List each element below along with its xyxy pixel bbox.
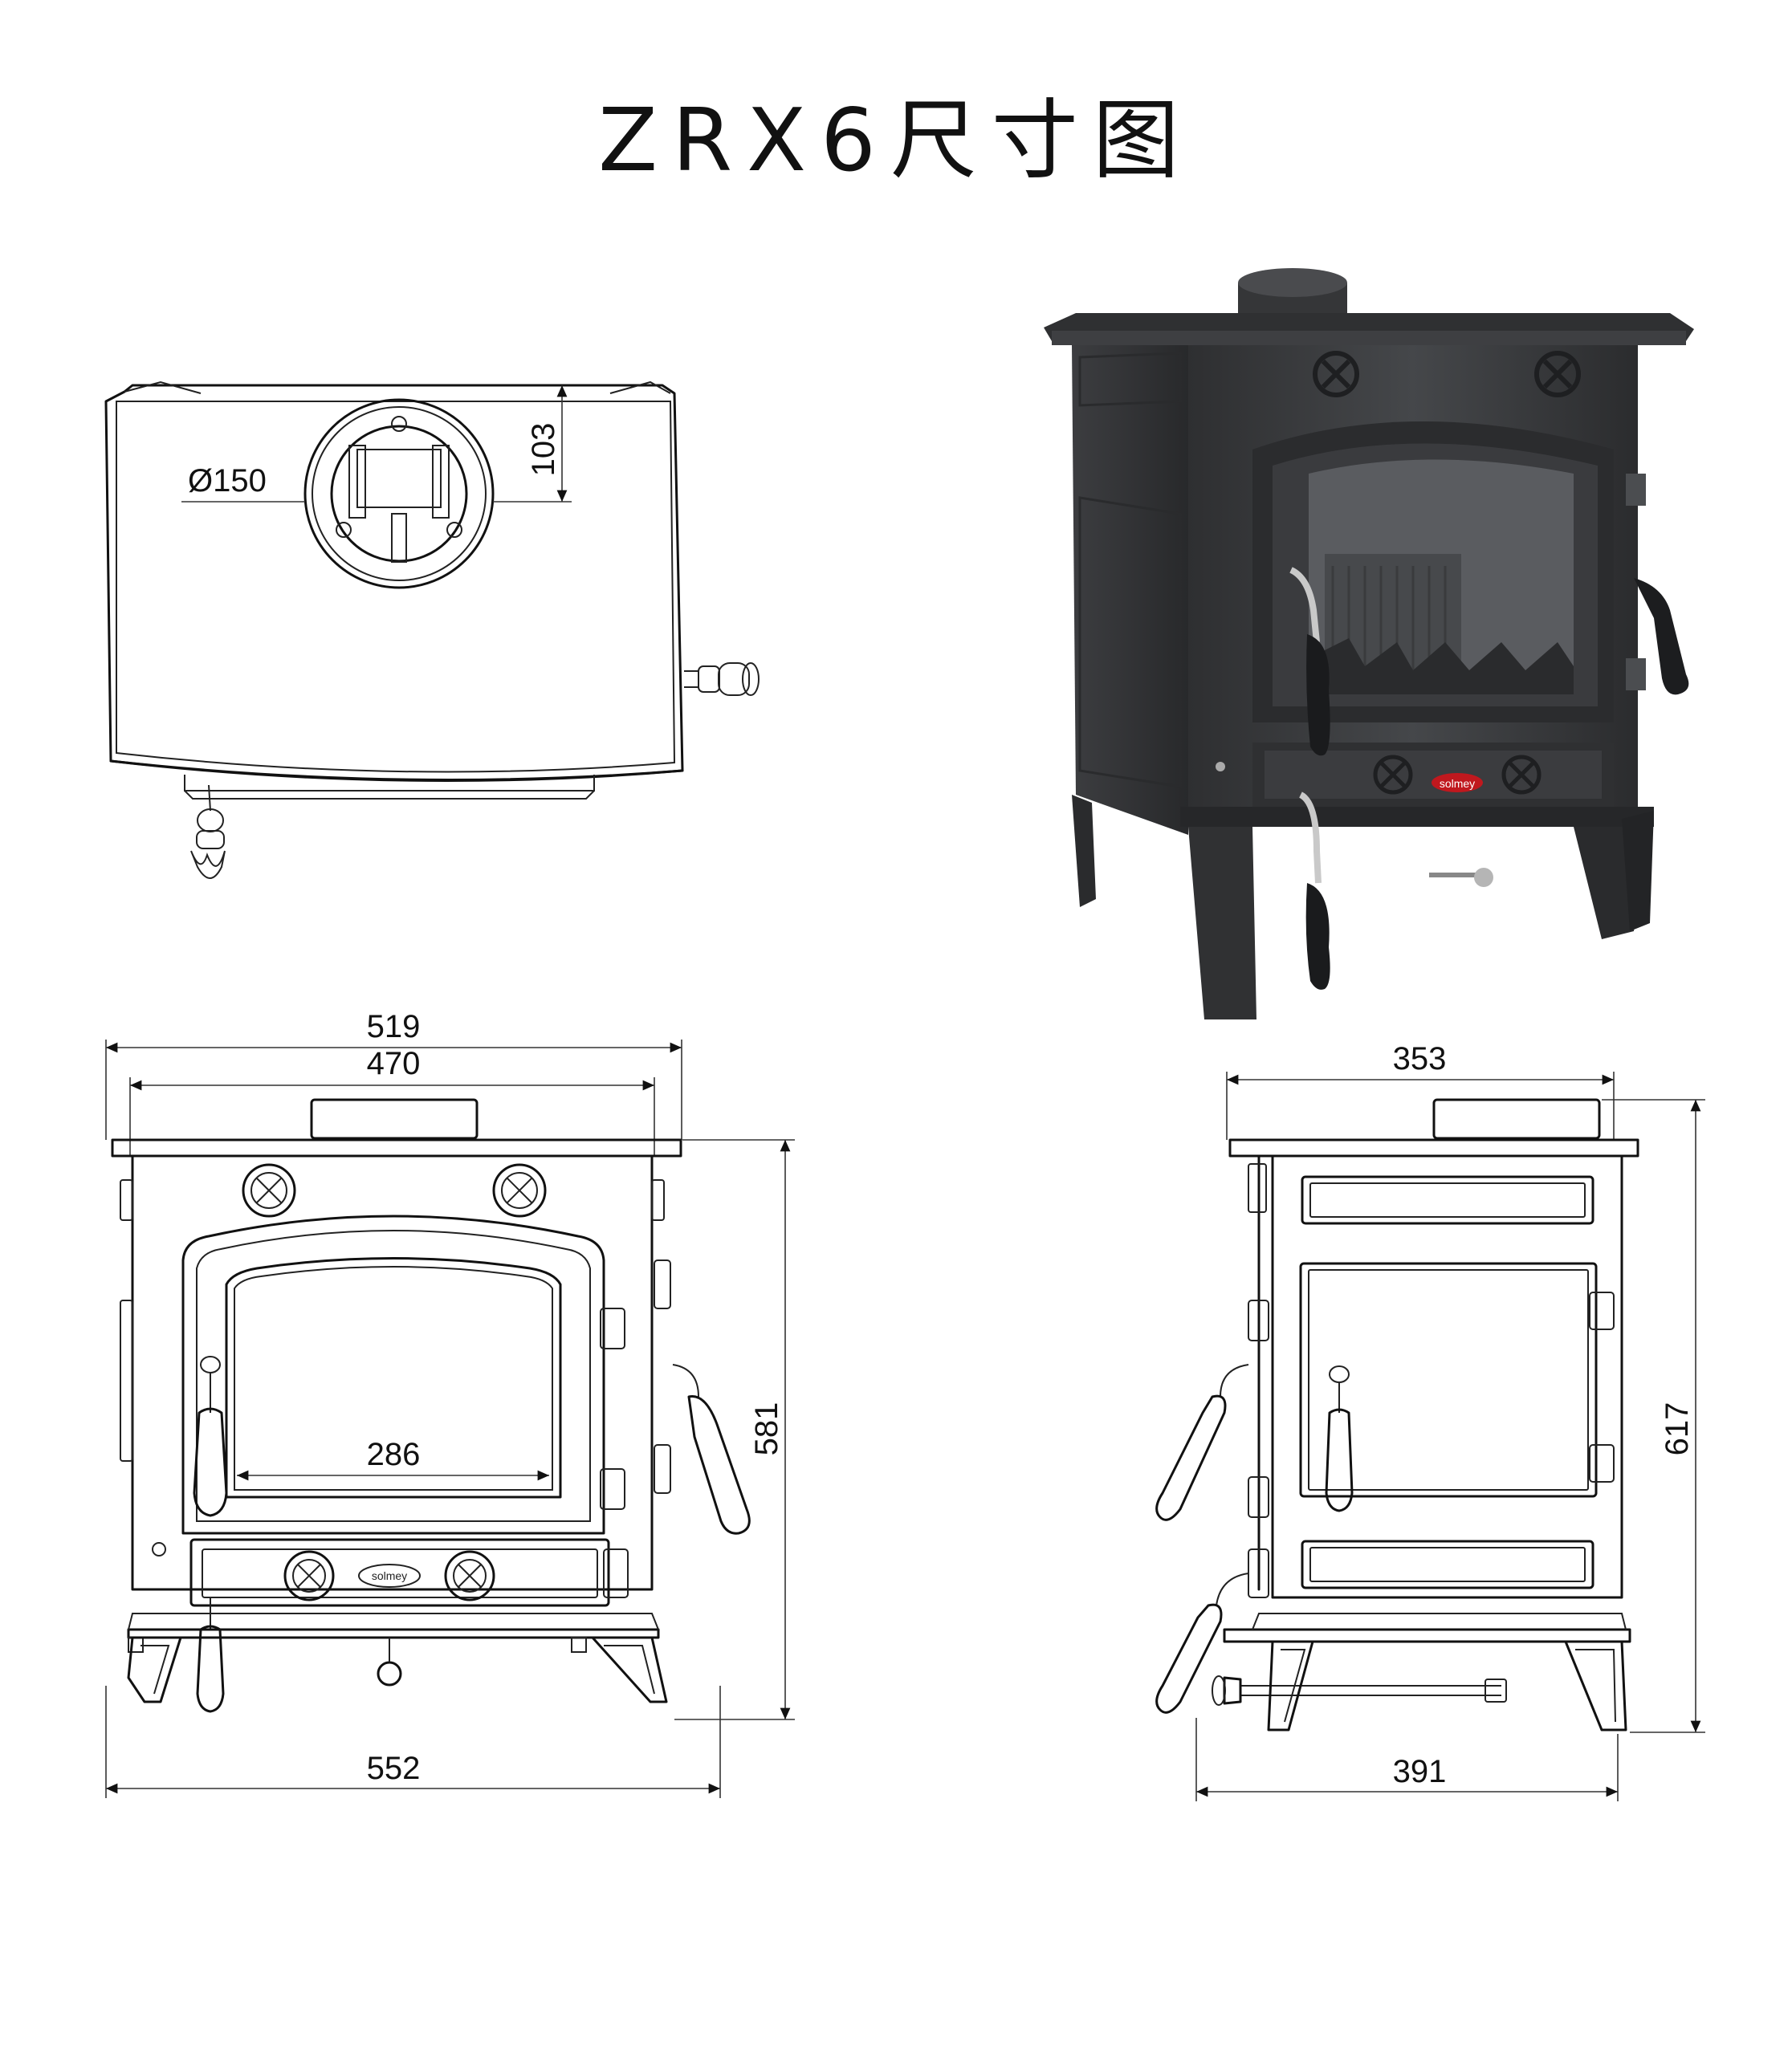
- front-view: 519 470 286: [105, 1009, 795, 1798]
- page-title: ZRX6尺寸图: [598, 91, 1194, 191]
- dimension-top-depth: 353: [1393, 1041, 1447, 1076]
- dimension-top-width: 470: [367, 1046, 421, 1081]
- dimension-base-depth: 391: [1393, 1754, 1447, 1789]
- dimension-side-height: 617: [1660, 1402, 1695, 1456]
- flue-diameter-label: Ø150: [188, 463, 267, 498]
- brand-badge-icon: [1432, 773, 1483, 792]
- dimension-front-height: 581: [749, 1402, 784, 1456]
- door-handle-icon: [1325, 1365, 1354, 1512]
- side-handle-icon: [1155, 1364, 1249, 1521]
- stove-photo: solmey: [1044, 268, 1694, 1019]
- side-view: 353: [1155, 1041, 1705, 1801]
- door-handle-icon: [193, 1356, 228, 1517]
- flue-offset-label: 103: [526, 423, 561, 477]
- knob-icon: [283, 1550, 335, 1601]
- side-handle-icon: [684, 662, 760, 696]
- knob-icon: [444, 1550, 495, 1601]
- dimension-base-width: 552: [367, 1751, 421, 1786]
- brand-badge-outline: solmey: [372, 1569, 407, 1582]
- flue-collar: [303, 398, 495, 589]
- side-handle-icon: [672, 1364, 751, 1535]
- ash-handle-icon: [1155, 1573, 1249, 1714]
- knob-icon: [492, 1163, 547, 1218]
- top-view: Ø150 103: [104, 380, 760, 879]
- brand-badge: solmey: [1440, 777, 1475, 790]
- knob-icon: [242, 1163, 296, 1218]
- dimension-overall-width: 519: [367, 1009, 421, 1044]
- handle-icon: [190, 784, 226, 879]
- ash-handle-icon: [196, 1597, 225, 1713]
- dimension-glass-width: 286: [367, 1437, 421, 1472]
